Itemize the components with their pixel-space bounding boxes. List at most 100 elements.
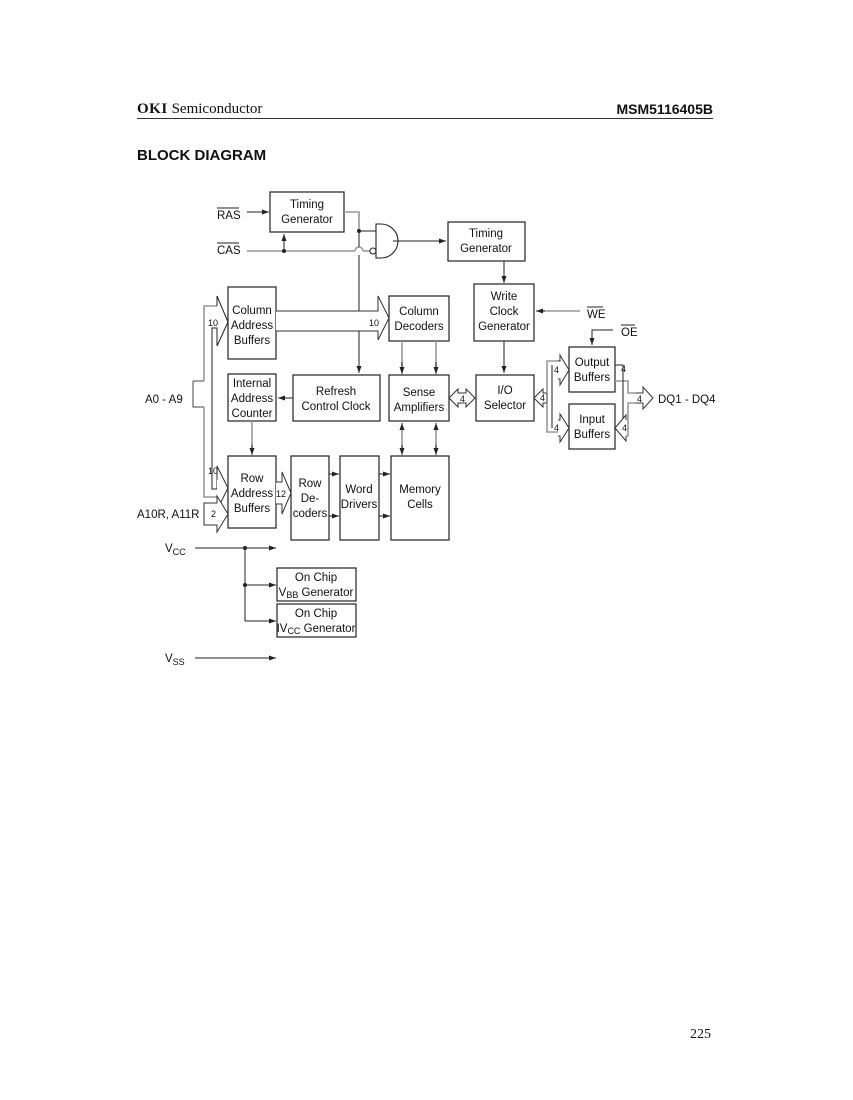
bus-to-output [546, 360, 560, 393]
bus-width-out-buf-out: 4 [621, 364, 626, 374]
svg-text:Generator: Generator [281, 214, 333, 226]
bus-width-row-extra: 2 [211, 509, 216, 519]
bus-width-col-dec: 10 [369, 318, 379, 328]
svg-text:Buffers: Buffers [234, 335, 270, 347]
row-address-buffers: Row Address Buffers [227, 455, 277, 529]
svg-text:Generator: Generator [478, 321, 530, 333]
svg-text:Cells: Cells [407, 499, 433, 511]
column-decoders: Column Decoders [388, 295, 450, 342]
word-drivers: Word Drivers [339, 455, 380, 541]
brand-logo: OKI [137, 101, 168, 117]
signal-ras: RAS [217, 207, 241, 222]
bus-width-sense-io: 4 [460, 394, 465, 404]
oe-label: OE [621, 327, 638, 339]
svg-text:Drivers: Drivers [341, 499, 378, 511]
sense-amplifiers: Sense Amplifiers [388, 374, 450, 422]
control-wires [195, 209, 613, 661]
bus-width-row-dec: 12 [276, 489, 286, 499]
svg-text:Clock: Clock [490, 306, 519, 318]
svg-text:Output: Output [575, 357, 610, 369]
dq-bus-arrow [636, 385, 654, 411]
brand: OKI Semiconductor [137, 100, 262, 118]
bus-width-dq: 4 [637, 394, 642, 404]
io-selector: I/O Selector [475, 374, 535, 422]
svg-text:Column: Column [399, 306, 439, 318]
output-buffer-in-arrow [558, 353, 570, 387]
svg-text:Buffers: Buffers [234, 503, 270, 515]
svg-text:Input: Input [579, 414, 605, 426]
vss-label: VSS [165, 653, 185, 667]
svg-text:Memory: Memory [399, 484, 441, 496]
signal-cas: CAS [217, 242, 241, 257]
input-buffers: Input Buffers [568, 403, 616, 450]
svg-text:Decoders: Decoders [394, 321, 443, 333]
svg-text:Internal: Internal [233, 378, 271, 390]
svg-text:VBB Generator: VBB Generator [279, 587, 354, 600]
svg-text:Write: Write [491, 291, 518, 303]
cas-label: CAS [217, 245, 241, 257]
we-label: WE [587, 309, 606, 321]
memory-cells: Memory Cells [390, 455, 450, 541]
svg-text:Column: Column [232, 305, 272, 317]
svg-text:IVCC Generator: IVCC Generator [277, 623, 356, 636]
brand-suffix: Semiconductor [171, 101, 263, 117]
on-chip-ivcc-generator: On Chip IVCC Generator [276, 603, 357, 638]
svg-text:Buffers: Buffers [574, 372, 610, 384]
column-address-buffers: Column Address Buffers [227, 286, 277, 360]
refresh-control-clock: Refresh Control Clock [292, 374, 381, 422]
on-chip-vbb-generator: On Chip VBB Generator [276, 567, 357, 602]
svg-text:Buffers: Buffers [574, 429, 610, 441]
dq-label: DQ1 - DQ4 [658, 394, 716, 406]
svg-text:Counter: Counter [232, 408, 273, 420]
sense-io-bus [448, 387, 476, 409]
page-number: 225 [690, 1027, 711, 1042]
svg-text:Selector: Selector [484, 400, 526, 412]
ras-label: RAS [217, 210, 241, 222]
output-bus [615, 380, 636, 394]
svg-text:On Chip: On Chip [295, 572, 337, 584]
bus-width-io-sel: 4 [540, 393, 545, 403]
signal-we: WE [587, 306, 606, 321]
svg-text:Row: Row [240, 473, 264, 485]
bus-width-out-buf-in: 4 [554, 365, 559, 375]
address-a0-a9-label: A0 - A9 [145, 394, 183, 406]
output-buffers: Output Buffers [568, 346, 616, 393]
svg-text:Timing: Timing [469, 228, 503, 240]
svg-text:Address: Address [231, 320, 273, 332]
input-buffer-out-arrow [558, 412, 570, 444]
input-buffer-in-arrow [614, 413, 627, 443]
address-bus [192, 295, 229, 534]
page-header: OKI Semiconductor MSM5116405B [137, 100, 713, 119]
io-selector-bus [533, 387, 548, 409]
bus-width-in-buf-out: 4 [554, 423, 559, 433]
timing-generator-2: Timing Generator [447, 221, 526, 262]
svg-text:Address: Address [231, 488, 273, 500]
row-decoders: Row De- coders [290, 455, 330, 541]
input-bus [626, 402, 636, 437]
bus-from-input [546, 403, 560, 433]
svg-text:Generator: Generator [460, 243, 512, 255]
svg-text:On Chip: On Chip [295, 608, 337, 620]
svg-text:Amplifiers: Amplifiers [394, 402, 445, 414]
signal-oe: OE [621, 324, 638, 339]
vcc-label: VCC [165, 543, 186, 557]
svg-text:Word: Word [345, 484, 372, 496]
address-a10r-a11r-label: A10R, A11R [137, 509, 199, 521]
part-number: MSM5116405B [616, 101, 713, 117]
col-bus-arrow [276, 295, 390, 341]
bus-width-row-addr: 10 [208, 466, 218, 476]
svg-text:I/O: I/O [497, 385, 512, 397]
write-clock-generator: Write Clock Generator [473, 283, 535, 342]
timing-generator-1: Timing Generator [269, 191, 345, 233]
bus-width-in-buf-in: 4 [622, 423, 627, 433]
svg-text:Refresh: Refresh [316, 386, 356, 398]
svg-text:De-: De- [301, 493, 320, 505]
internal-address-counter: Internal Address Counter [227, 373, 277, 422]
svg-text:coders: coders [293, 508, 328, 520]
section-title: BLOCK DIAGRAM [137, 147, 267, 164]
svg-text:Sense: Sense [403, 387, 436, 399]
bus-width-col-addr: 10 [208, 318, 218, 328]
svg-text:Control Clock: Control Clock [301, 401, 370, 413]
row-bus-arrow [276, 471, 292, 515]
